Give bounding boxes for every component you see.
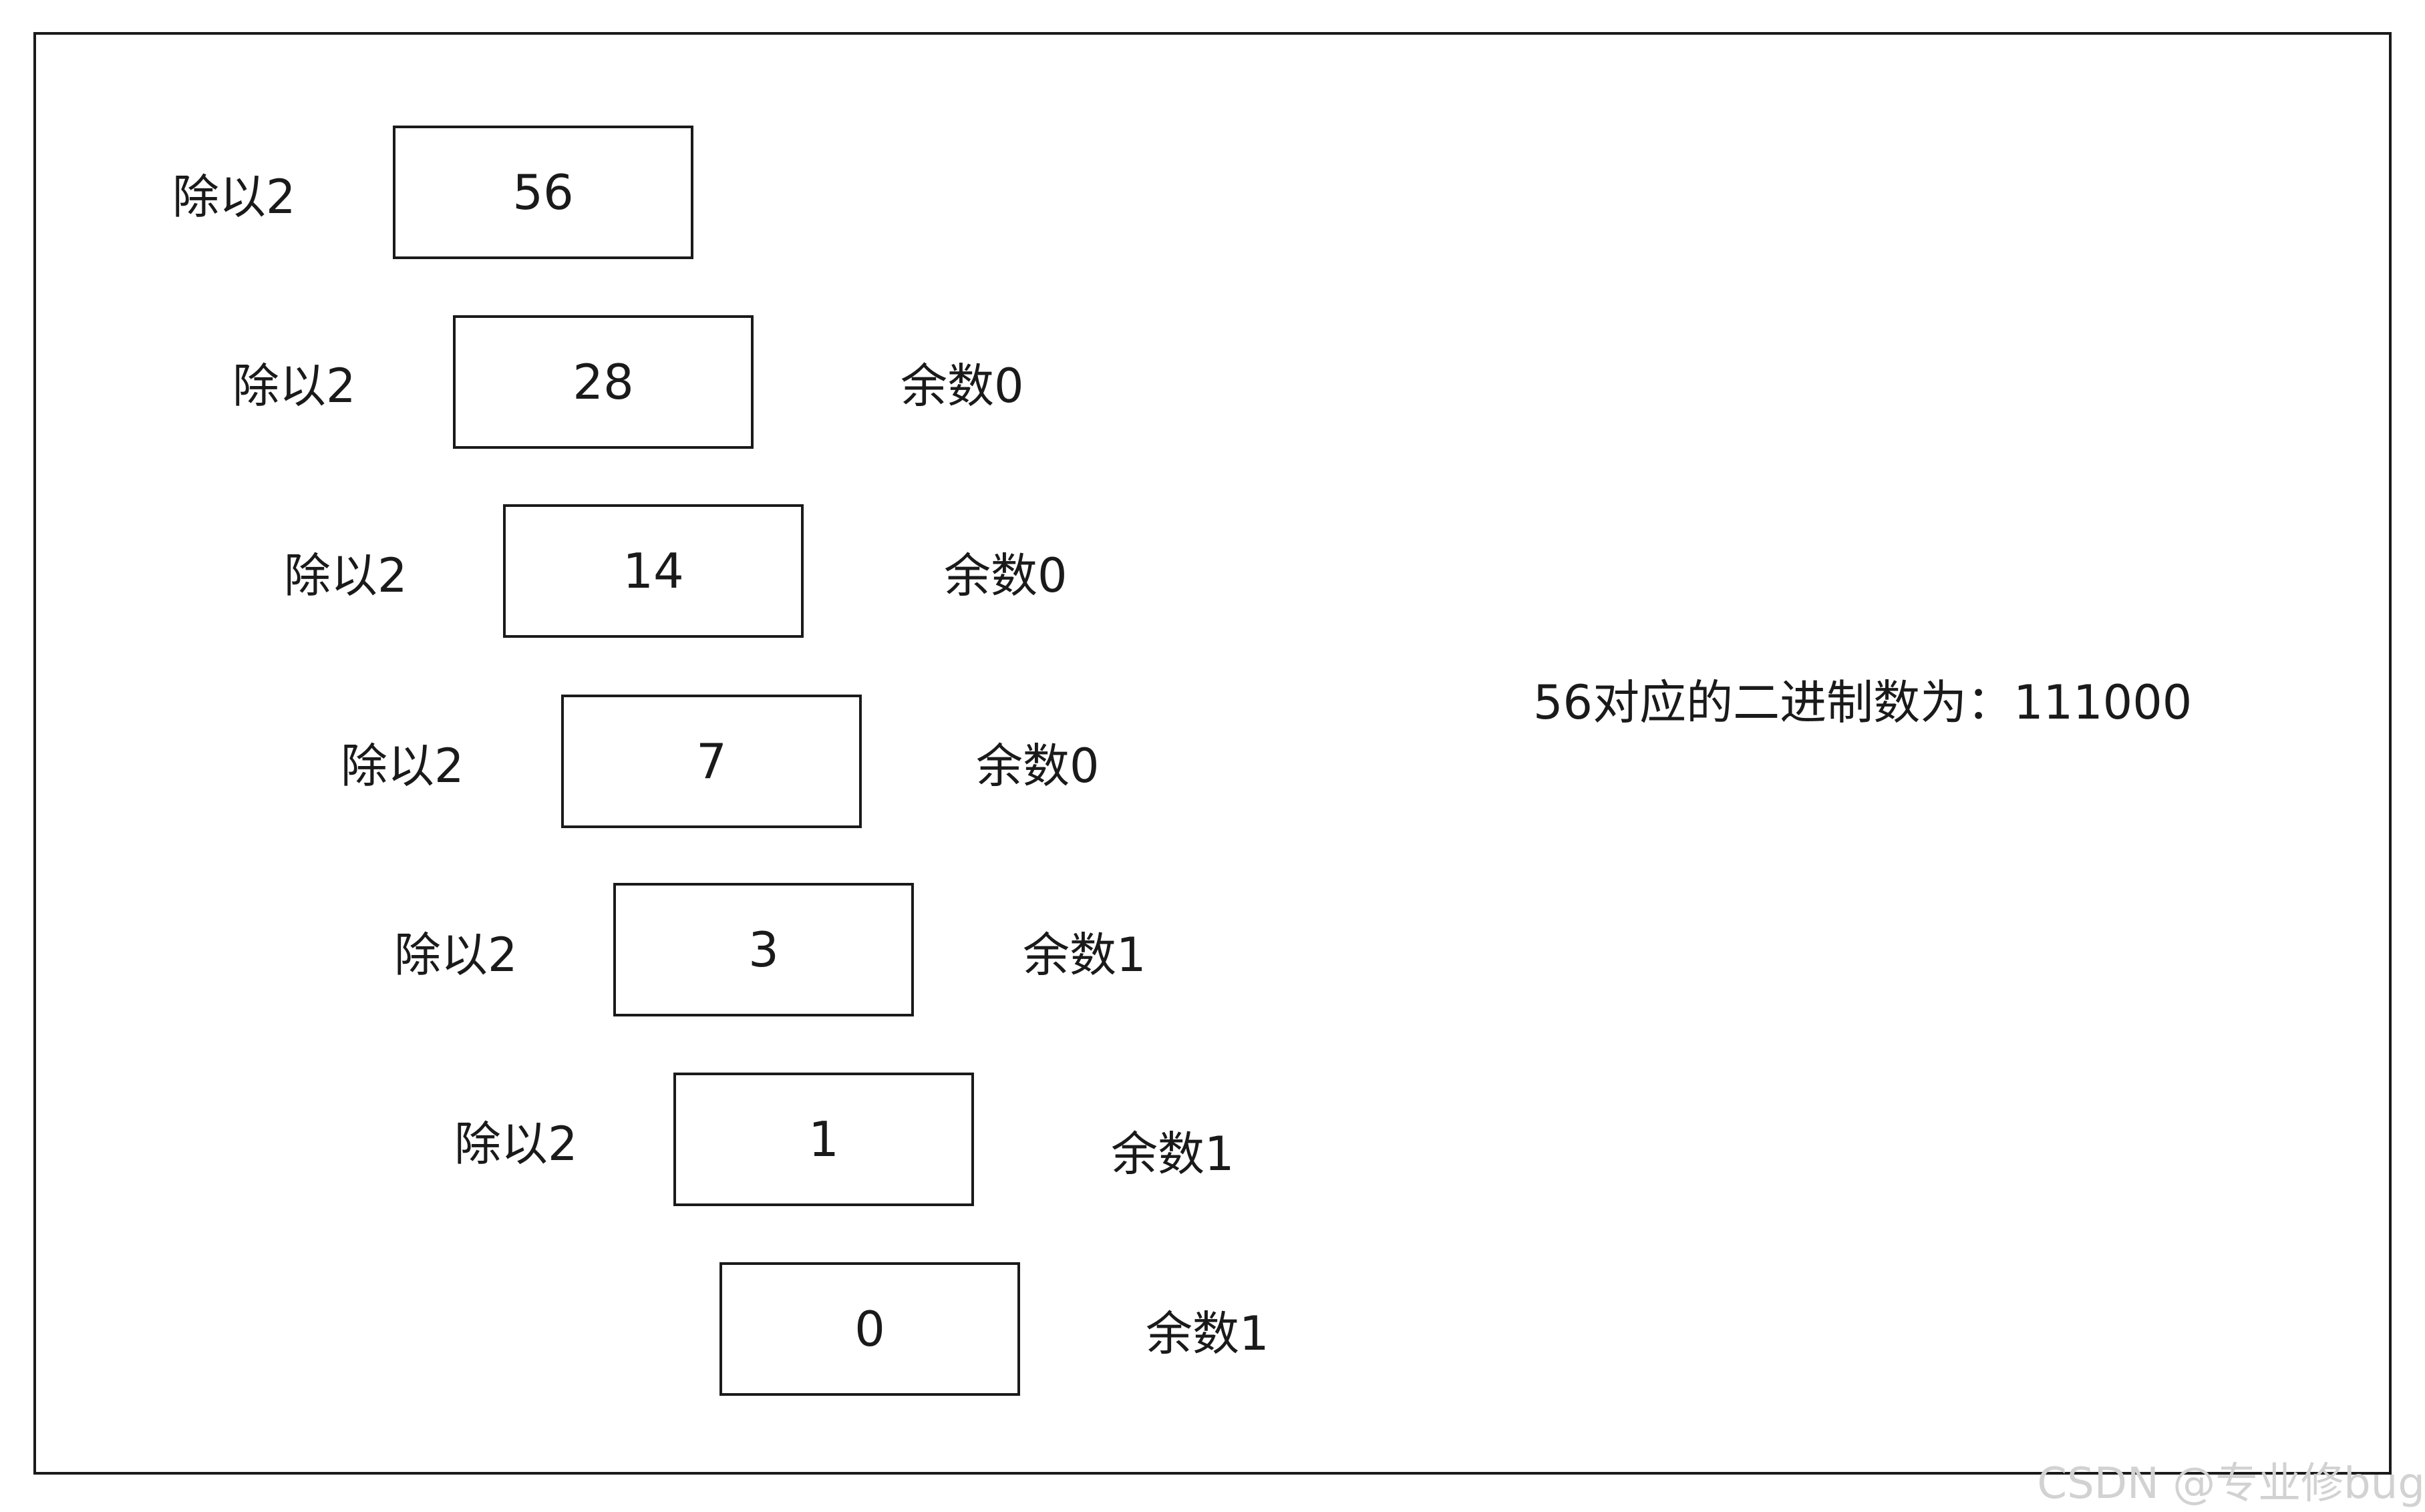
divide-label: 除以2: [394, 928, 518, 982]
quotient-box: 56: [393, 126, 693, 259]
remainder-label: 余数1: [1023, 928, 1146, 982]
binary-result-text: 56对应的二进制数为：111000: [1533, 675, 2193, 730]
quotient-box: 28: [453, 315, 754, 449]
quotient-box: 14: [503, 504, 804, 638]
quotient-box: 0: [719, 1262, 1020, 1396]
quotient-box: 1: [673, 1073, 974, 1206]
watermark-text: CSDN @专业修bug: [2037, 1459, 2425, 1509]
diagram-frame: [33, 32, 2392, 1475]
remainder-label: 余数0: [901, 359, 1024, 413]
remainder-label: 余数1: [1146, 1306, 1269, 1361]
divide-label: 除以2: [284, 548, 408, 603]
quotient-box: 7: [561, 695, 862, 828]
remainder-label: 余数0: [944, 548, 1068, 603]
divide-label: 除以2: [341, 739, 464, 793]
divide-label: 除以2: [172, 170, 296, 224]
remainder-label: 余数0: [976, 739, 1100, 793]
divide-label: 除以2: [232, 359, 356, 413]
remainder-label: 余数1: [1111, 1127, 1235, 1181]
divide-label: 除以2: [454, 1117, 578, 1171]
quotient-box: 3: [613, 883, 914, 1016]
